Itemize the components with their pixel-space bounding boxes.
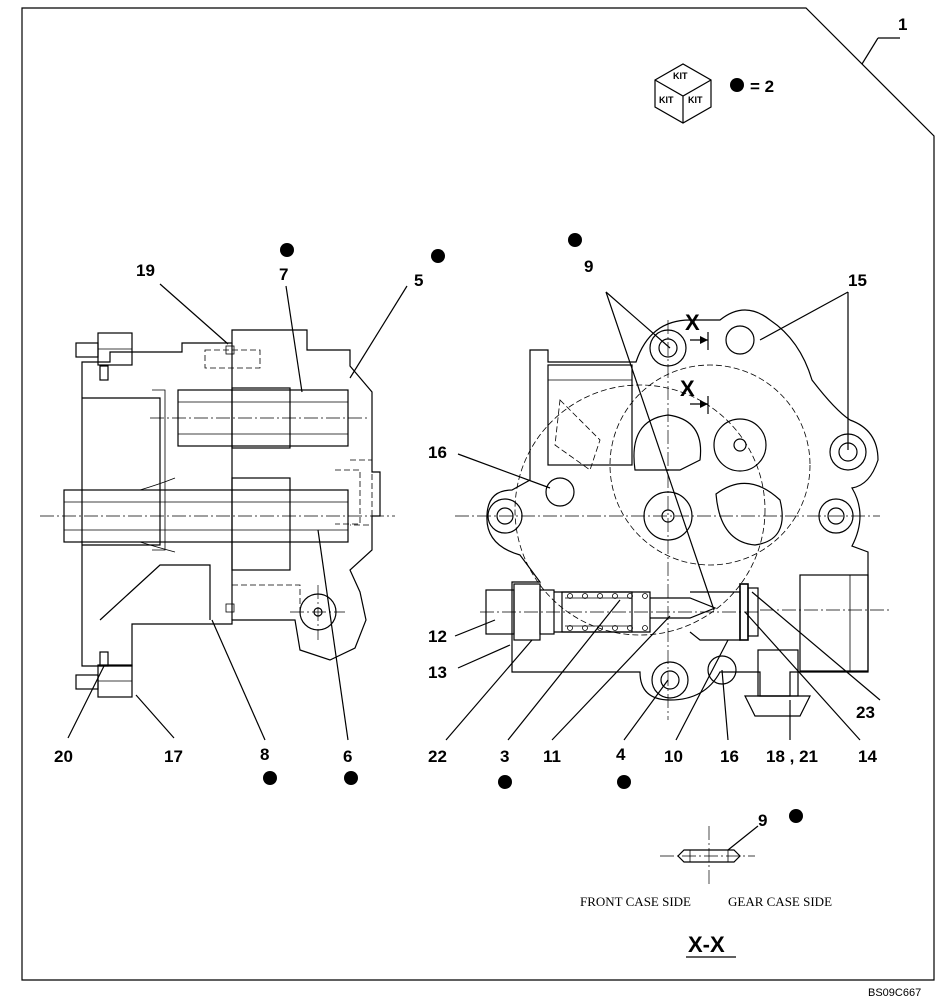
callout-18-21: 18 , 21 (766, 747, 818, 766)
drawing-frame (21, 7, 935, 981)
section-title: X-X (688, 932, 725, 957)
spring-coils (567, 593, 648, 631)
callout-16-top: 16 (428, 443, 447, 462)
section-marker-bottom: X (680, 376, 695, 401)
gear-case-side-caption: GEAR CASE SIDE (728, 894, 832, 909)
kit-dot-icon (280, 243, 294, 257)
right-front-view (455, 309, 892, 720)
callout-10: 10 (664, 747, 683, 766)
callout-7: 7 (279, 265, 288, 284)
callout-6: 6 (343, 747, 352, 766)
callout-4: 4 (616, 745, 626, 764)
kit-dot-icon (498, 775, 512, 789)
callout-23: 23 (856, 703, 875, 722)
kit-dot-icon (431, 249, 445, 263)
callout-9-detail: 9 (758, 811, 767, 830)
kit-cube-icon: KIT KIT KIT (654, 63, 712, 124)
callout-16-bottom: 16 (720, 747, 739, 766)
kit-dot-icon (617, 775, 631, 789)
kit-label-left: KIT (659, 95, 674, 105)
callout-12: 12 (428, 627, 447, 646)
kit-legend-dot-icon (730, 78, 744, 92)
left-side-view (40, 329, 395, 698)
leader-lines (67, 283, 881, 851)
callout-14: 14 (858, 747, 877, 766)
kit-dot-icon (789, 809, 803, 823)
callout-15: 15 (848, 271, 867, 290)
kit-dot-icon (344, 771, 358, 785)
callout-3: 3 (500, 747, 509, 766)
callout-5: 5 (414, 271, 423, 290)
callout-8: 8 (260, 745, 269, 764)
callout-9-main: 9 (584, 257, 593, 276)
callout-19: 19 (136, 261, 155, 280)
section-marker-top: X (685, 310, 700, 335)
callout-22: 22 (428, 747, 447, 766)
callout-17: 17 (164, 747, 183, 766)
kit-dot-icon (568, 233, 582, 247)
pin-detail (660, 826, 755, 886)
callout-11: 11 (543, 747, 561, 766)
kit-dot-icon (263, 771, 277, 785)
callout-13: 13 (428, 663, 447, 682)
callout-20: 20 (54, 747, 73, 766)
kit-label-right: KIT (688, 95, 703, 105)
kit-legend-count: = 2 (750, 77, 774, 96)
sheet-code: BS09C667 (868, 987, 921, 999)
kit-label-top: KIT (673, 71, 688, 81)
callout-1: 1 (898, 15, 907, 34)
front-case-side-caption: FRONT CASE SIDE (580, 894, 691, 909)
